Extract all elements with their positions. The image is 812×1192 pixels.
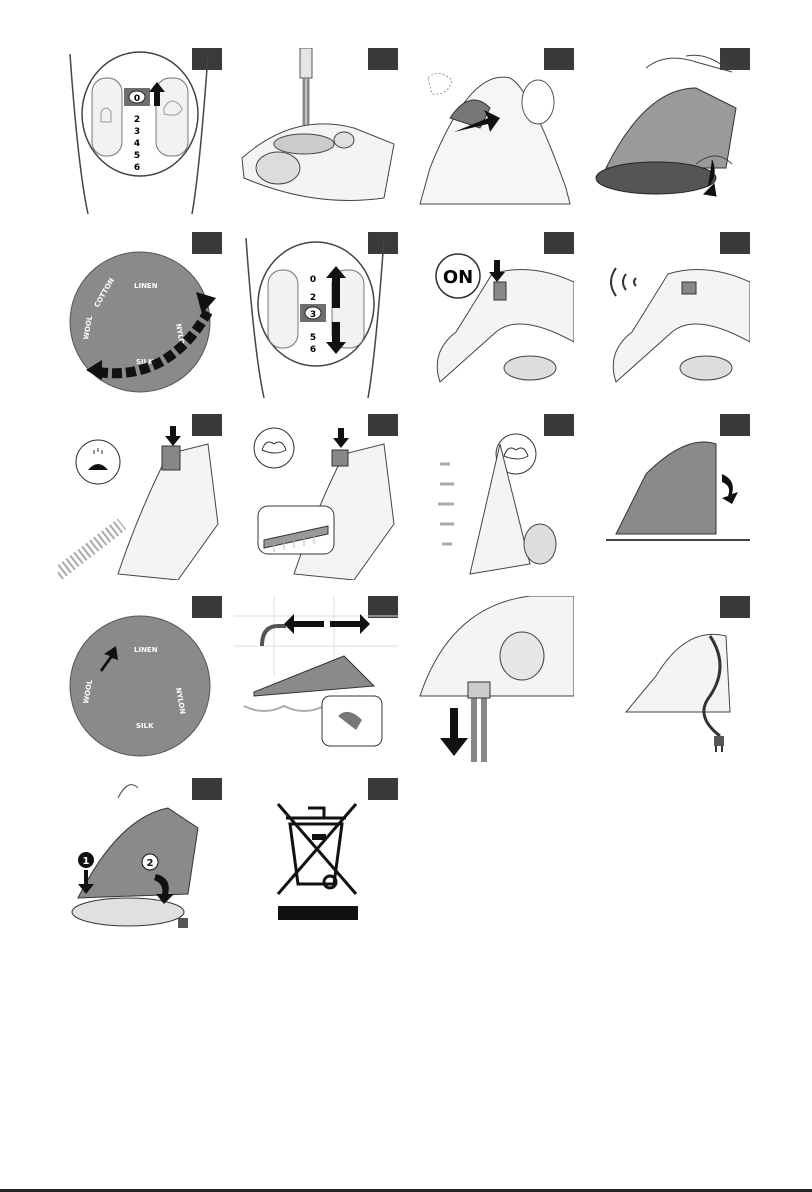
step-number: 1 — [83, 856, 90, 867]
weee-bin-icon — [234, 778, 398, 944]
step-number: 2 — [147, 858, 154, 869]
figure-fill-door — [410, 48, 574, 214]
steam-boost-illustration — [234, 414, 398, 580]
temperature-dial-illustration: LINEN COTTON NYLON SILK WOOL — [58, 232, 222, 398]
steam-scale-illustration: 0 2 3 5 6 — [234, 232, 398, 398]
figure-spray — [58, 414, 222, 580]
ready-signal-illustration — [586, 232, 750, 398]
figure-recycling — [234, 778, 398, 944]
vertical-steam-illustration — [410, 414, 574, 580]
scale-number: 5 — [134, 151, 140, 161]
on-label: ON — [443, 267, 473, 288]
temperature-dial-illustration: LINEN NYLON SILK WOOL — [58, 596, 222, 762]
scale-number: 4 — [134, 139, 140, 149]
figure-dial-max: LINEN NYLON SILK WOOL — [58, 596, 222, 762]
dial-label-silk: SILK — [136, 722, 154, 730]
dial-label-linen: LINEN — [134, 282, 158, 290]
arrow-down-icon — [165, 426, 181, 446]
recycling-bar — [278, 906, 358, 920]
scale-number-highlight: 3 — [310, 310, 316, 320]
arrow-down-icon — [333, 428, 349, 448]
scale-number: 3 — [134, 127, 140, 137]
figure-power-on: ON — [410, 232, 574, 398]
iron-resting-illustration — [586, 414, 750, 580]
figure-vertical-steam — [410, 414, 574, 580]
spray-illustration — [58, 414, 222, 580]
power-on-illustration: ON — [410, 232, 574, 398]
figure-remove-tray — [586, 48, 750, 214]
dial-label-linen: LINEN — [134, 646, 158, 654]
signal-waves-icon — [611, 268, 636, 296]
scale-number: 2 — [310, 293, 316, 303]
iron-door-illustration — [410, 48, 574, 214]
figure-steam-scale-3: 0 2 3 5 6 — [234, 232, 398, 398]
scale-number: 5 — [310, 333, 316, 343]
figure-ready-signal — [586, 232, 750, 398]
fill-water-illustration — [234, 48, 398, 214]
figure-temperature-dial: LINEN COTTON NYLON SILK WOOL — [58, 232, 222, 398]
figure-storage — [586, 596, 750, 762]
figure-drain — [410, 596, 574, 762]
scale-number: 2 — [134, 115, 140, 125]
arrow-down-icon — [440, 708, 468, 756]
figure-rinse — [234, 596, 398, 762]
scale-number: 6 — [134, 163, 140, 173]
figure-iron-resting — [586, 414, 750, 580]
scale-number: 6 — [310, 345, 316, 355]
tray-reattach-illustration: 1 2 — [58, 778, 222, 944]
scale-number-highlight: 0 — [134, 94, 140, 104]
figure-steam-scale-0: 0 2 3 4 5 6 — [58, 48, 222, 214]
figure-tray-reattach: 1 2 — [58, 778, 222, 944]
arrow-curve-icon — [722, 474, 738, 504]
figure-fill-water — [234, 48, 398, 214]
scale-number: 0 — [310, 275, 316, 285]
remove-tray-illustration — [586, 48, 750, 214]
storage-illustration — [586, 596, 750, 762]
steam-scale-illustration: 0 2 3 4 5 6 — [58, 48, 222, 214]
figure-steam-boost — [234, 414, 398, 580]
drain-illustration — [410, 596, 574, 762]
rinse-illustration — [234, 596, 398, 762]
